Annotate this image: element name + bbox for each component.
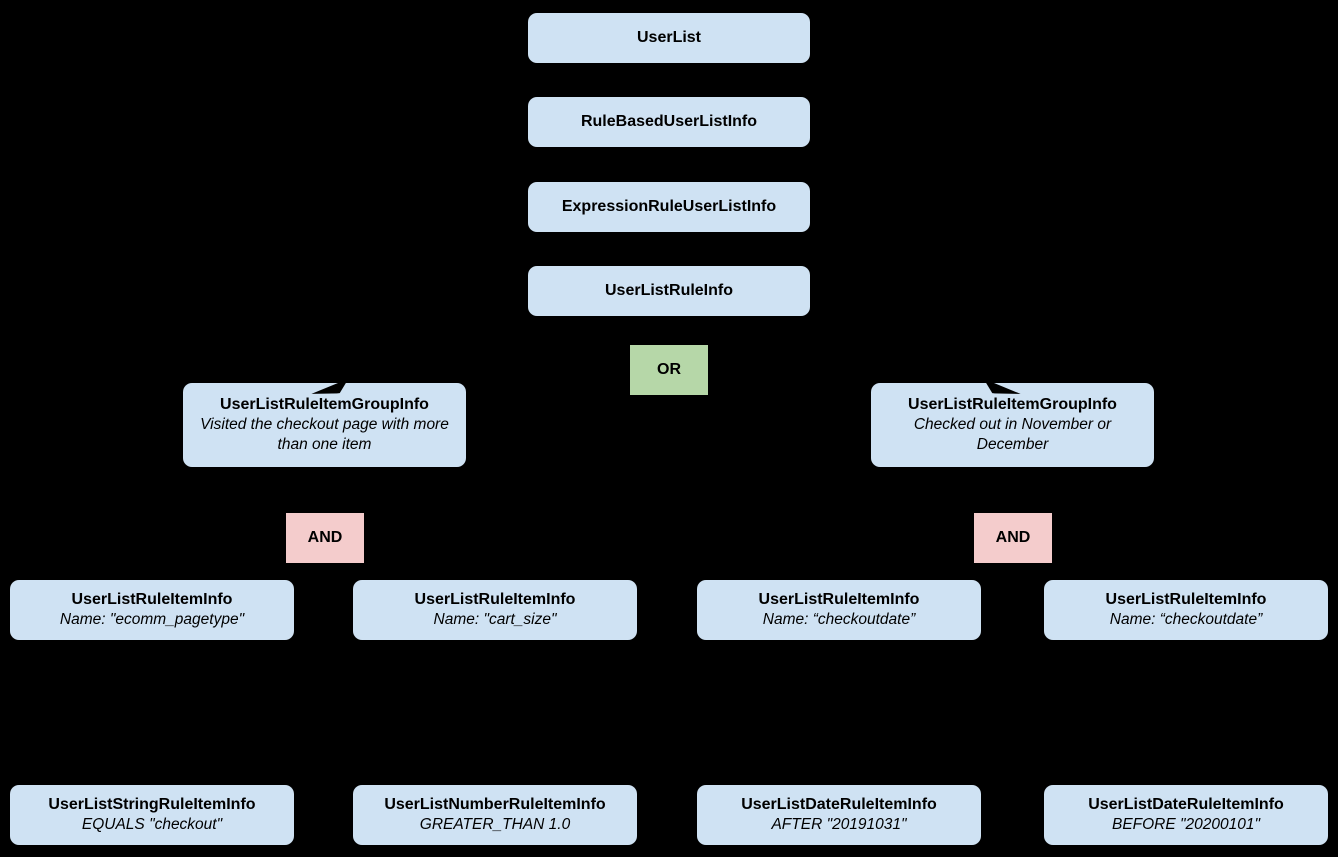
node-leaf-1-subtitle: EQUALS "checkout" — [81, 816, 223, 833]
node-group-right-subtitle: Checked out in November or December — [913, 416, 1112, 453]
node-leaf-4-subtitle: BEFORE "20200101" — [1111, 816, 1260, 833]
node-ruleitem-cart-size: UserListRuleItemInfo Name: "cart_size" — [353, 580, 637, 640]
node-leaf-string-ruleitem: UserListStringRuleItemInfo EQUALS "check… — [10, 785, 294, 845]
node-leaf-2-subtitle: GREATER_THAN 1.0 — [419, 816, 571, 833]
and-operator-node-left: AND — [286, 513, 364, 563]
node-userlist: UserList — [528, 13, 810, 63]
node-leaf-date-after-ruleitem: UserListDateRuleItemInfo AFTER "20191031… — [697, 785, 981, 845]
node-leaf-4-title: UserListDateRuleItemInfo — [1088, 796, 1284, 813]
and-operator-right-label: AND — [995, 529, 1031, 546]
node-ruleitem-1-title: UserListRuleItemInfo — [71, 591, 233, 608]
node-leaf-1-title: UserListStringRuleItemInfo — [48, 796, 256, 813]
node-expressionruleuserlistinfo: ExpressionRuleUserListInfo — [528, 182, 810, 232]
connector-arrowhead-icon — [311, 379, 350, 396]
node-group-left: UserListRuleItemGroupInfo Visited the ch… — [183, 383, 466, 467]
node-ruleitem-2-subtitle: Name: "cart_size" — [433, 611, 557, 628]
and-operator-left-label: AND — [307, 529, 343, 546]
node-ruleitem-1-subtitle: Name: "ecomm_pagetype" — [59, 611, 245, 628]
node-ruleitem-4-subtitle: Name: “checkoutdate” — [1109, 611, 1263, 628]
or-operator-label: OR — [657, 361, 681, 378]
node-leaf-3-title: UserListDateRuleItemInfo — [741, 796, 937, 813]
connector-arrowhead-icon — [983, 379, 1022, 396]
node-rulebaseduserlistinfo-label: RuleBasedUserListInfo — [580, 113, 758, 130]
node-ruleitem-ecomm-pagetype: UserListRuleItemInfo Name: "ecomm_pagety… — [10, 580, 294, 640]
node-leaf-number-ruleitem: UserListNumberRuleItemInfo GREATER_THAN … — [353, 785, 637, 845]
node-rulebaseduserlistinfo: RuleBasedUserListInfo — [528, 97, 810, 147]
node-userlistruleinfo-label: UserListRuleInfo — [604, 282, 733, 299]
node-leaf-date-before-ruleitem: UserListDateRuleItemInfo BEFORE "2020010… — [1044, 785, 1328, 845]
node-group-left-subtitle: Visited the checkout page with more than… — [200, 416, 449, 453]
node-ruleitem-checkoutdate-2: UserListRuleItemInfo Name: “checkoutdate… — [1044, 580, 1328, 640]
node-ruleitem-2-title: UserListRuleItemInfo — [414, 591, 576, 608]
node-ruleitem-3-title: UserListRuleItemInfo — [758, 591, 920, 608]
node-ruleitem-checkoutdate-1: UserListRuleItemInfo Name: “checkoutdate… — [697, 580, 981, 640]
node-expressionruleuserlistinfo-label: ExpressionRuleUserListInfo — [561, 198, 777, 215]
node-group-right-title: UserListRuleItemGroupInfo — [908, 396, 1117, 413]
node-userlistruleinfo: UserListRuleInfo — [528, 266, 810, 316]
node-ruleitem-3-subtitle: Name: “checkoutdate” — [762, 611, 916, 628]
node-leaf-3-subtitle: AFTER "20191031" — [771, 816, 907, 833]
node-userlist-label: UserList — [636, 29, 702, 46]
node-group-left-title: UserListRuleItemGroupInfo — [220, 396, 429, 413]
and-operator-node-right: AND — [974, 513, 1052, 563]
node-ruleitem-4-title: UserListRuleItemInfo — [1105, 591, 1267, 608]
node-leaf-2-title: UserListNumberRuleItemInfo — [384, 796, 606, 813]
or-operator-node: OR — [630, 345, 708, 395]
node-group-right: UserListRuleItemGroupInfo Checked out in… — [871, 383, 1154, 467]
